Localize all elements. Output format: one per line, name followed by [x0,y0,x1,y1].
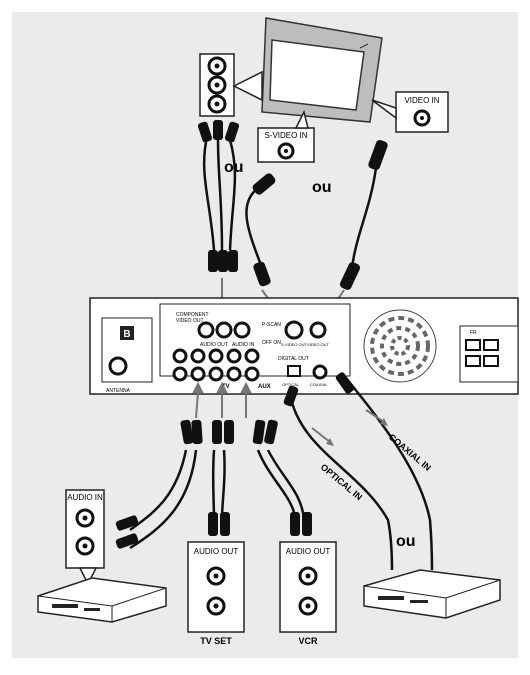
panel-component-label: COMPONENT [176,312,209,318]
television [261,17,383,123]
left-audio-device [37,577,167,623]
bottom-plugs [115,372,355,549]
panel-video-out2-label: VIDEO OUT [307,342,330,347]
vcr-audio-out-panel: AUDIO OUT VCR [279,541,337,646]
ou-label-1: ou [224,159,244,176]
video-in-callout: VIDEO IN [371,91,449,133]
panel-fr-label: FR [470,330,477,336]
video-in-label: VIDEO IN [404,96,439,105]
svideo-in-callout: S-VIDEO IN [257,109,315,163]
panel-off-on-label: OFF ON [262,340,281,346]
audio-in-label: AUDIO IN [67,493,103,502]
panel-tv-label: TV [222,384,230,390]
panel-audio-in-label: AUDIO IN [232,342,255,348]
audio-in-callout: AUDIO IN [65,489,105,586]
panel-audio-out-label: AUDIO OUT [200,342,228,348]
tv-set-label: TV SET [200,636,232,646]
panel-antenna-label: ANTENNA [106,388,131,394]
right-digital-device [363,569,501,619]
ou-label-2: ou [312,179,332,196]
tv-audio-out-label: AUDIO OUT [194,547,239,556]
svideo-in-label: S-VIDEO IN [264,131,307,140]
receiver-back-panel: B ANTENNA COMPONENT VIDEO OUT P-SCAN OFF… [89,297,519,395]
vcr-label: VCR [298,636,318,646]
panel-pscan-label: P-SCAN [262,322,281,328]
vcr-audio-out-label: AUDIO OUT [286,547,331,556]
connection-arrows-bottom [192,381,252,419]
panel-aux-label: AUX [258,384,271,390]
tv-cables [202,139,378,269]
tv-component-input-panel [199,53,263,117]
panel-b-mark: B [123,329,130,340]
panel-optical-label: OPTICAL [282,382,300,387]
tv-set-audio-out-panel: AUDIO OUT TV SET [187,541,245,646]
panel-video-out-label: VIDEO OUT [176,318,204,324]
panel-svideo-out-label: S-VIDEO OUT [281,342,308,347]
ou-label-3: ou [396,533,416,550]
panel-coaxial-label: COAXIAL [310,382,328,387]
panel-digital-out-label: DIGITAL OUT [278,356,309,362]
cable-plugs [197,120,388,290]
